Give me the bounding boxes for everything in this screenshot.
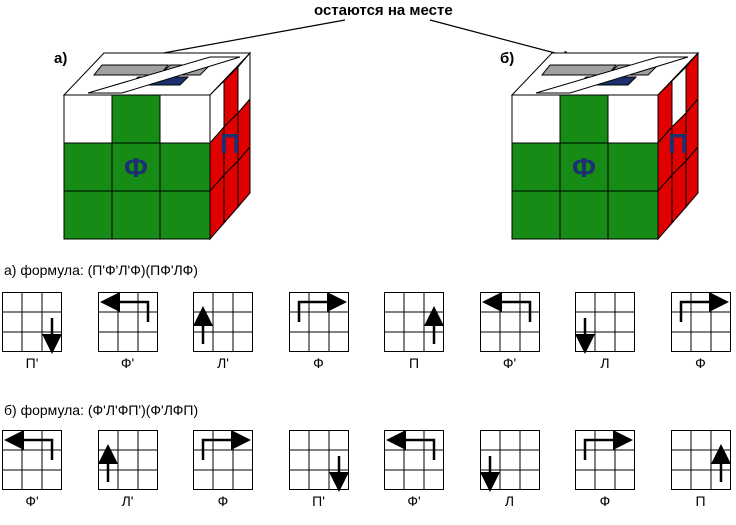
cube-a-front-letter: Ф <box>124 152 148 183</box>
move-grid <box>670 430 731 490</box>
move-grid <box>575 292 635 354</box>
move-grid <box>575 430 635 490</box>
move-diagram <box>2 430 62 490</box>
cube-b-side-letter: П <box>668 128 688 159</box>
pointer-arrow-b <box>429 19 576 60</box>
move-grid <box>384 430 444 490</box>
move-label: Л <box>600 355 610 371</box>
move-diagram <box>97 292 158 352</box>
move-diagram <box>97 430 158 490</box>
cube-a-drawing: Ф П <box>62 51 252 241</box>
move-diagram <box>670 430 731 490</box>
move-grid <box>97 430 158 490</box>
move-grid <box>193 292 253 352</box>
cube-a-side-letter: П <box>220 128 240 159</box>
move-grid <box>384 292 444 352</box>
move-arrow <box>99 292 149 322</box>
move-arrow <box>201 430 251 460</box>
move-diagram <box>384 292 444 352</box>
move-diagram <box>479 292 540 352</box>
caption-text: остаются на месте <box>314 2 453 19</box>
move-grid <box>97 292 158 352</box>
move-label: Л <box>504 493 515 509</box>
move-grid <box>479 292 540 352</box>
move-arrow <box>583 430 633 460</box>
formula-a: а) формула: (П'Ф'Л'Ф)(ПФ'ЛФ) <box>4 262 198 278</box>
cube-b-front-letter: Ф <box>572 152 596 183</box>
move-diagram <box>288 430 349 492</box>
cube-a-label: а) <box>54 50 68 67</box>
move-diagram <box>479 430 540 492</box>
move-diagram <box>575 430 635 490</box>
move-arrow <box>386 430 436 460</box>
move-grid <box>193 430 253 490</box>
move-diagram <box>575 292 635 354</box>
move-label: П <box>408 355 420 371</box>
move-label: П <box>695 493 706 509</box>
move-diagram <box>288 292 349 352</box>
move-label: П' <box>312 493 325 509</box>
move-label: Ф' <box>120 355 135 371</box>
move-diagram <box>193 292 253 352</box>
move-grid <box>2 292 62 354</box>
cube-b-drawing: Ф П <box>510 51 700 241</box>
move-diagram <box>2 292 62 354</box>
move-label: Л' <box>217 355 229 371</box>
move-label: Ф' <box>407 493 421 509</box>
move-grid <box>670 292 731 352</box>
move-label: Л' <box>121 493 134 509</box>
move-label: Ф' <box>25 493 39 509</box>
move-label: Ф <box>695 355 706 371</box>
move-label: П' <box>25 355 39 371</box>
cube-b-label: б) <box>500 50 515 67</box>
move-grid <box>288 430 349 492</box>
move-label: Ф <box>217 493 229 509</box>
move-arrow <box>297 292 347 322</box>
move-grid <box>288 292 349 352</box>
move-arrow <box>4 430 54 460</box>
move-label: Ф <box>313 355 324 371</box>
move-arrow <box>481 292 531 322</box>
move-grid <box>479 430 540 492</box>
move-label: Ф <box>599 493 611 509</box>
formula-b: б) формула: (Ф'Л'ФП')(Ф'ЛФП) <box>4 402 199 418</box>
move-arrow <box>679 292 729 322</box>
move-grid <box>2 430 62 490</box>
move-diagram <box>384 430 444 490</box>
move-diagram <box>670 292 731 352</box>
move-label: Ф' <box>502 355 517 371</box>
move-diagram <box>193 430 253 490</box>
